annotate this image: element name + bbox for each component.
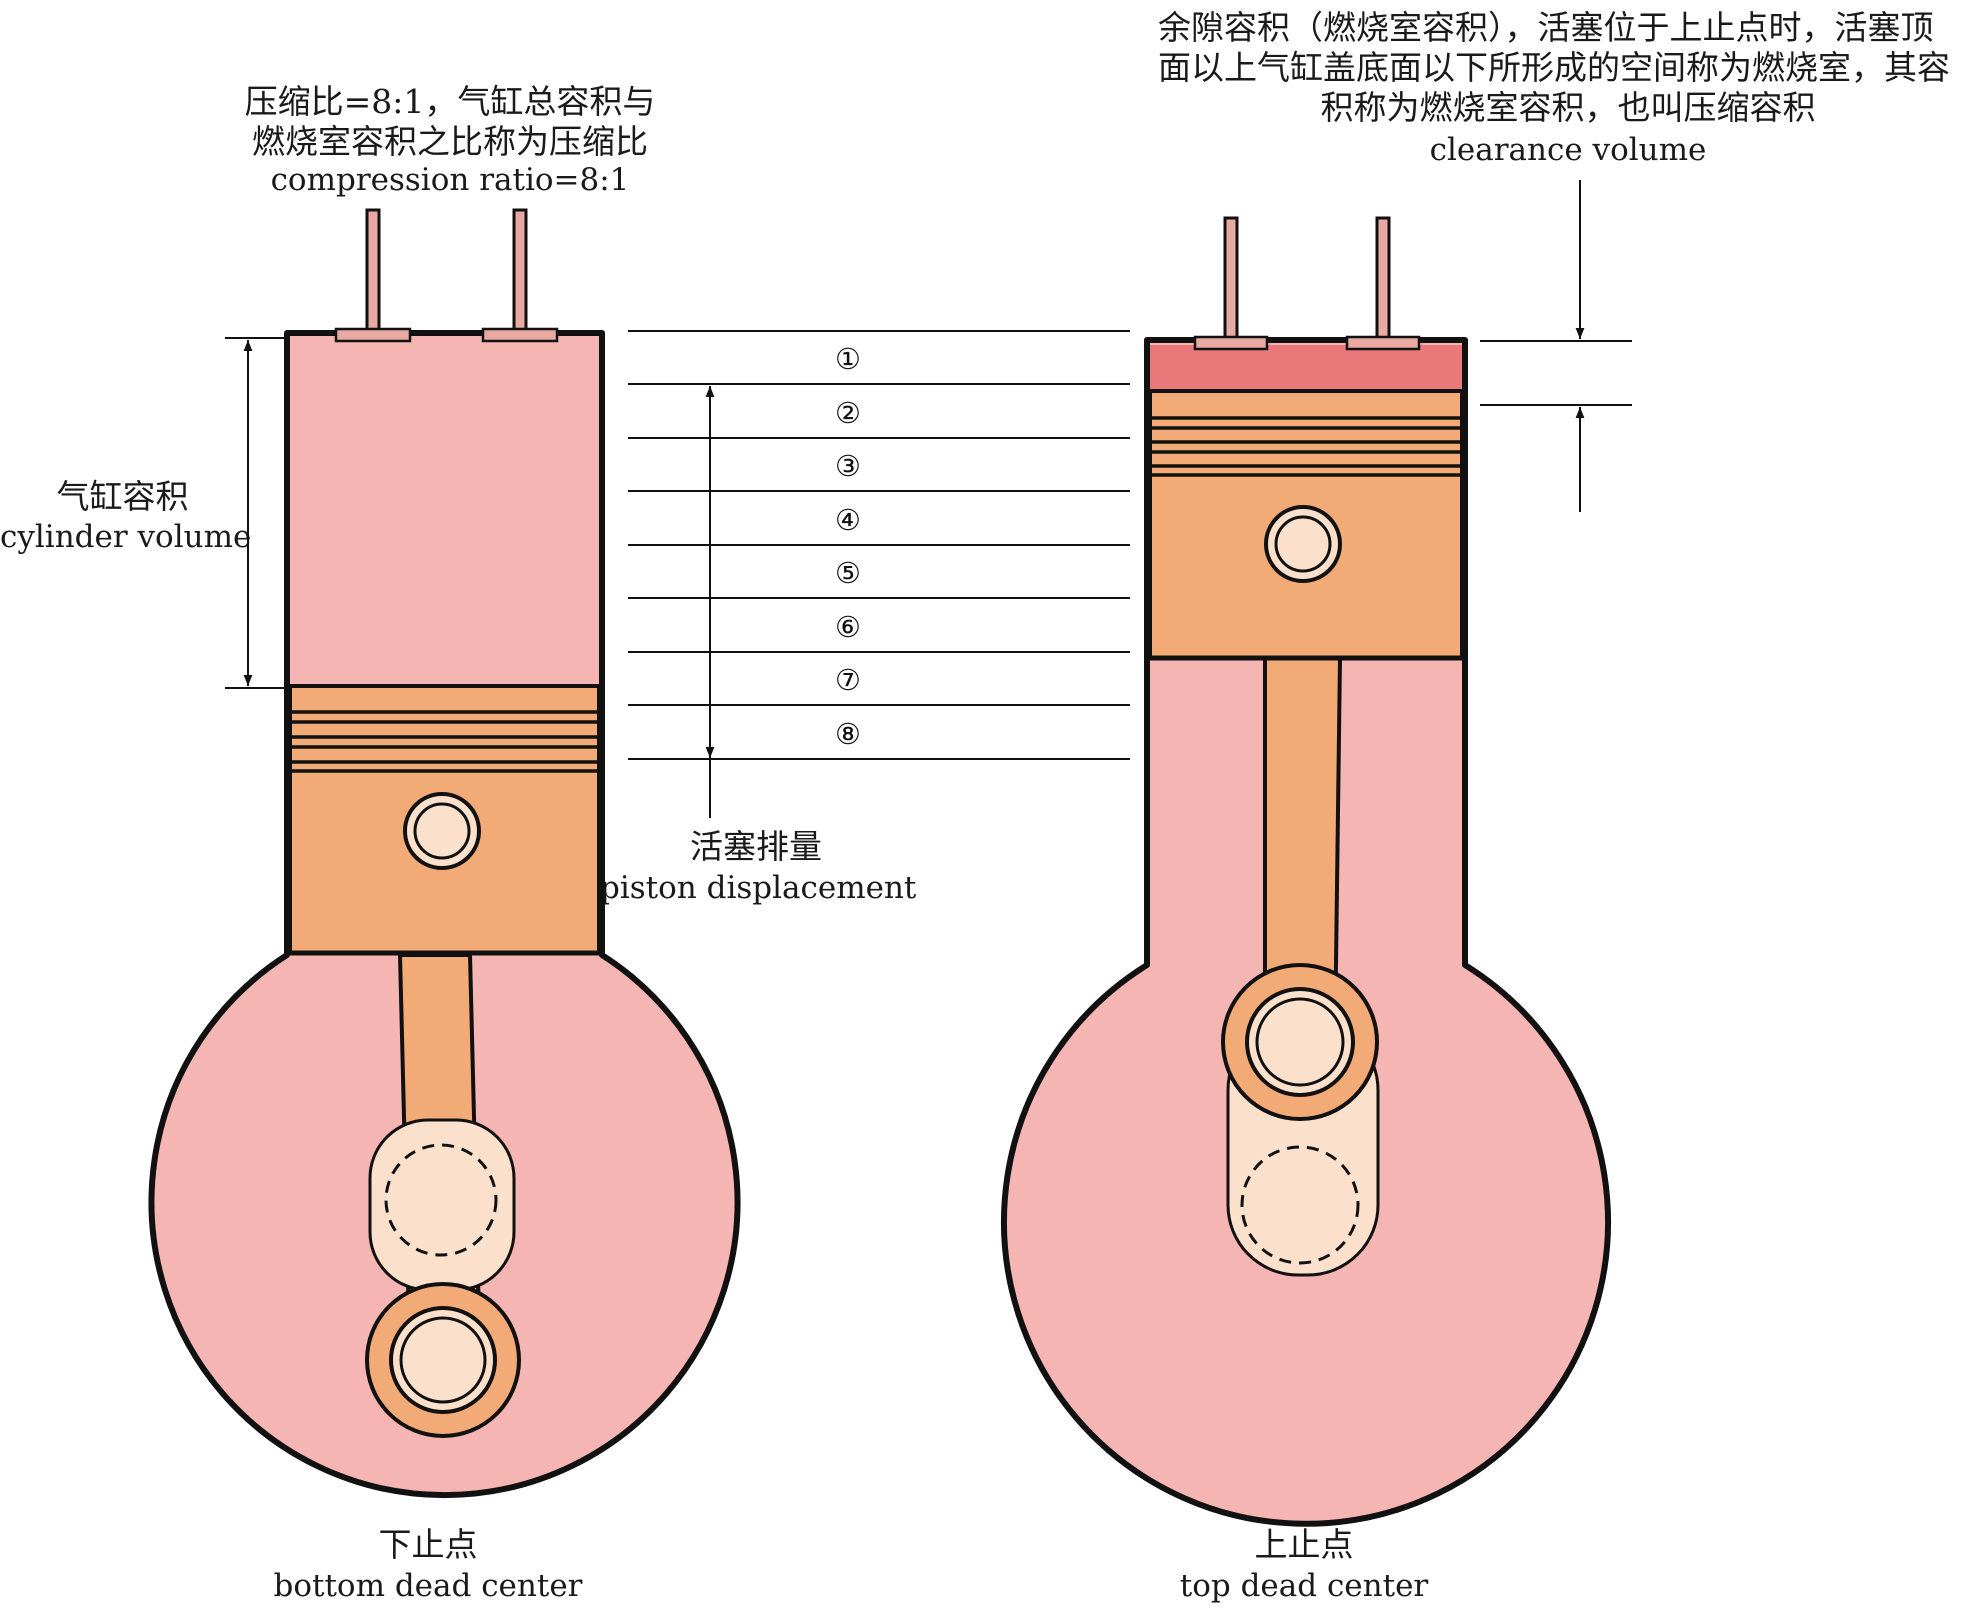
division-2: ② — [835, 396, 861, 430]
right-engine — [1001, 216, 1611, 1527]
tdc-label-zh: 上止点 — [1254, 1525, 1354, 1564]
right-valve-1 — [1223, 216, 1239, 345]
right-combustion-chamber — [1150, 345, 1462, 391]
division-1: ① — [835, 342, 861, 376]
division-5: ⑤ — [835, 556, 861, 590]
tdc-label-en: top dead center — [1179, 1568, 1429, 1604]
cylinder-volume-zh: 气缸容积 — [56, 477, 189, 516]
division-6: ⑥ — [835, 610, 861, 644]
bdc-label-zh: 下止点 — [378, 1525, 478, 1564]
left-engine — [148, 208, 741, 1499]
piston-displacement-zh: 活塞排量 — [690, 827, 822, 866]
cylinder-volume-dimension — [225, 337, 290, 689]
clearance-volume-zh-1: 余隙容积（燃烧室容积），活塞位于上止点时，活塞顶 — [1158, 8, 1934, 47]
clearance-volume-zh-2: 面以上气缸盖底面以下所形成的空间称为燃烧室，其容 — [1158, 48, 1950, 87]
compression-ratio-en: compression ratio=8:1 — [270, 162, 630, 198]
bdc-label-en: bottom dead center — [273, 1568, 583, 1604]
division-numbers: ① ② ③ ④ ⑤ ⑥ ⑦ ⑧ — [835, 342, 861, 751]
left-crank-pin — [389, 1306, 497, 1414]
right-crank-pin — [1245, 987, 1355, 1097]
compression-ratio-zh-2: 燃烧室容积之比称为压缩比 — [252, 122, 648, 161]
division-3: ③ — [835, 449, 861, 483]
clearance-volume-en: clearance volume — [1429, 132, 1707, 168]
division-4: ④ — [835, 503, 861, 537]
cylinder-volume-en: cylinder volume — [0, 519, 252, 555]
right-piston-rings — [1150, 416, 1462, 477]
division-lines — [628, 330, 1130, 760]
left-valve-1 — [365, 208, 381, 332]
clearance-volume-zh-3: 积称为燃烧室容积，也叫压缩容积 — [1320, 88, 1816, 127]
left-crank-web — [368, 1118, 516, 1292]
right-valve-2 — [1375, 216, 1391, 345]
clearance-volume-dimension — [1480, 180, 1632, 512]
piston-displacement-en: piston displacement — [600, 870, 917, 906]
compression-ratio-zh-1: 压缩比=8:1，气缸总容积与 — [244, 82, 656, 121]
left-piston-rings — [290, 710, 599, 773]
division-8: ⑧ — [835, 717, 861, 751]
left-valve-2 — [512, 208, 528, 332]
division-7: ⑦ — [835, 663, 861, 697]
